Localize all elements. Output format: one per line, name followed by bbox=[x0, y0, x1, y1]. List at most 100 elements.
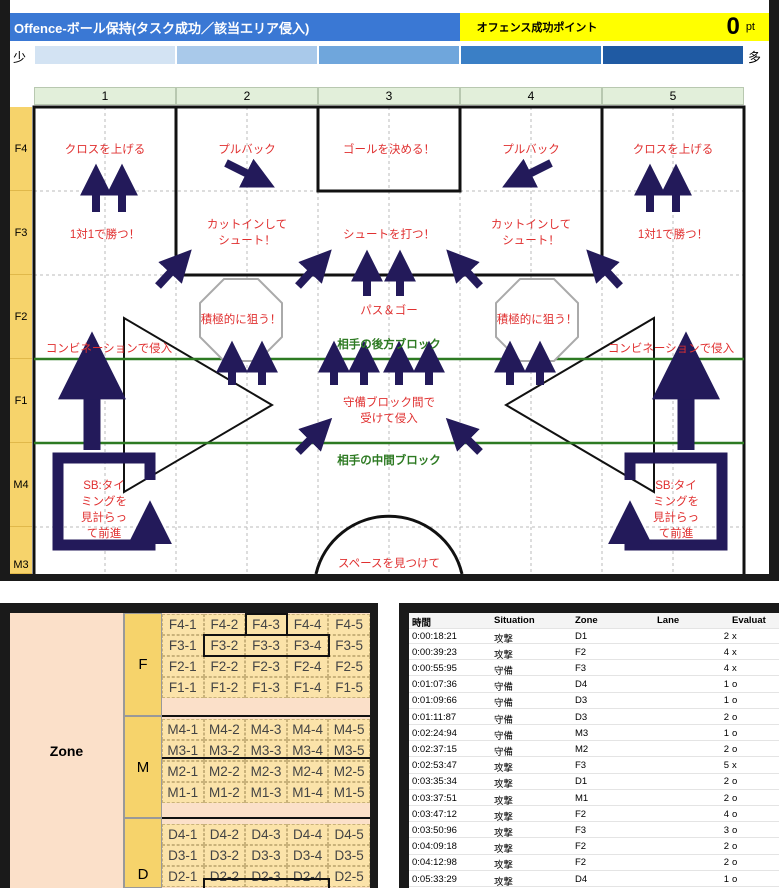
label-f2-col4: 積極的に狙う！ bbox=[496, 314, 578, 326]
zone-cell[interactable]: M1-3 bbox=[245, 782, 287, 803]
zone-cell[interactable]: D4-3 bbox=[245, 824, 287, 845]
time-cell: 0:02:53:47 bbox=[412, 760, 457, 772]
zone-cell[interactable]: D4-1 bbox=[162, 824, 204, 845]
zone-cell[interactable]: M1-2 bbox=[203, 782, 246, 803]
zone-cell[interactable]: M3-3 bbox=[245, 740, 287, 761]
lane-cell: 2 bbox=[723, 711, 729, 723]
zone-cell[interactable]: F4-5 bbox=[328, 614, 370, 635]
evaluation-cell: o bbox=[732, 808, 738, 820]
situation-cell: 攻撃 bbox=[494, 811, 514, 823]
lane-cell: 2 bbox=[723, 841, 729, 853]
zone-cell[interactable]: D2-3 bbox=[245, 866, 287, 887]
zone-cell[interactable]: F2-5 bbox=[328, 656, 370, 677]
zone-cell[interactable]: F1-1 bbox=[162, 677, 204, 698]
zone-cell[interactable]: D3-3 bbox=[245, 845, 287, 866]
row-header-f2: F2 bbox=[10, 275, 32, 359]
zone-cell[interactable]: M4-3 bbox=[245, 719, 287, 740]
zone-cell[interactable]: M2-2 bbox=[203, 761, 246, 782]
zone-cell[interactable]: F2-4 bbox=[286, 656, 329, 677]
label-sb-left: SB:タイ ミングを 見計らっ て前進 bbox=[81, 480, 127, 540]
column-header-2: 2 bbox=[176, 87, 318, 105]
zone-cell[interactable]: F3-3 bbox=[245, 635, 287, 656]
zone-cell[interactable]: M1-4 bbox=[286, 782, 329, 803]
lane-cell: 1 bbox=[723, 695, 729, 707]
zone-cell[interactable]: F2-1 bbox=[162, 656, 204, 677]
zone-cell[interactable]: M3-1 bbox=[162, 740, 204, 761]
zone-cell[interactable]: F2-3 bbox=[245, 656, 287, 677]
zone-cell[interactable]: M3-2 bbox=[203, 740, 246, 761]
zone-cell[interactable]: F3-1 bbox=[162, 635, 204, 656]
zone-cell[interactable]: M2-5 bbox=[328, 761, 370, 782]
zone-cell[interactable]: F4-3 bbox=[245, 614, 287, 635]
zone-cell[interactable]: F3-5 bbox=[328, 635, 370, 656]
zone-cell[interactable]: M3-4 bbox=[286, 740, 329, 761]
zone-cell[interactable]: M2-1 bbox=[162, 761, 204, 782]
zone-cell[interactable]: D4-5 bbox=[328, 824, 370, 845]
zone-cell[interactable]: D4-4 bbox=[286, 824, 329, 845]
zone-cell[interactable]: F3-2 bbox=[203, 635, 246, 656]
zone-cell[interactable]: F1-3 bbox=[245, 677, 287, 698]
row-header-f1: F1 bbox=[10, 359, 32, 443]
lane-cell: 1 bbox=[723, 873, 729, 885]
event-log-header: 時間 Situation Zone Lane Evaluat bbox=[409, 613, 779, 629]
zone-cell[interactable]: M2-3 bbox=[245, 761, 287, 782]
zone-cell[interactable]: F2-2 bbox=[203, 656, 246, 677]
zone-cell[interactable]: F4-2 bbox=[203, 614, 246, 635]
zone-cell[interactable]: M2-4 bbox=[286, 761, 329, 782]
zone-cell[interactable]: D2-2 bbox=[203, 866, 246, 887]
zone-cell[interactable]: F1-5 bbox=[328, 677, 370, 698]
situation-cell: 攻撃 bbox=[494, 633, 514, 645]
column-header-1: 1 bbox=[34, 87, 176, 105]
zone-cell[interactable]: F1-4 bbox=[286, 677, 329, 698]
zone-cell[interactable]: F4-4 bbox=[286, 614, 329, 635]
zone-cell[interactable]: D2-1 bbox=[162, 866, 204, 887]
label-f3-col5: 1対1で勝つ！ bbox=[637, 229, 709, 241]
event-log: 時間 Situation Zone Lane Evaluat 0:00:18:2… bbox=[409, 613, 779, 888]
situation-cell: 守備 bbox=[494, 682, 514, 694]
zone-cell[interactable]: D3-4 bbox=[286, 845, 329, 866]
zone-cell[interactable]: F4-1 bbox=[162, 614, 204, 635]
zone-cell[interactable]: F3-4 bbox=[286, 635, 329, 656]
zone-cell[interactable]: D3-1 bbox=[162, 845, 204, 866]
zone-cell[interactable]: D2-5 bbox=[328, 866, 370, 887]
zone-cell[interactable]: D4-2 bbox=[203, 824, 246, 845]
zone-cell[interactable]: M1-5 bbox=[328, 782, 370, 803]
zone-cell[interactable]: D2-4 bbox=[286, 866, 329, 887]
evaluation-cell: o bbox=[732, 824, 738, 836]
zone-cell[interactable]: M4-5 bbox=[328, 719, 370, 740]
situation-cell: 守備 bbox=[494, 665, 514, 677]
zone-cell[interactable]: D3-2 bbox=[203, 845, 246, 866]
zone-cell[interactable]: F1-2 bbox=[203, 677, 246, 698]
label-between-blocks: 守備ブロック間で 受けて侵入 bbox=[343, 397, 435, 425]
zone-cell[interactable]: M1-1 bbox=[162, 782, 204, 803]
zone-cell: D4 bbox=[575, 873, 588, 885]
lane-cell: 2 bbox=[723, 792, 729, 804]
scale-cell-2 bbox=[177, 46, 317, 64]
situation-cell: 攻撃 bbox=[494, 876, 514, 888]
zone-cell[interactable]: M4-2 bbox=[203, 719, 246, 740]
row-header-f3: F3 bbox=[10, 191, 32, 275]
zone-cell[interactable]: M3-5 bbox=[328, 740, 370, 761]
zone-cell[interactable]: M4-1 bbox=[162, 719, 204, 740]
zone-cell[interactable]: D3-5 bbox=[328, 845, 370, 866]
zone-cell[interactable]: M4-4 bbox=[286, 719, 329, 740]
time-cell: 0:03:50:96 bbox=[412, 824, 457, 836]
lane-cell: 2 bbox=[723, 776, 729, 788]
